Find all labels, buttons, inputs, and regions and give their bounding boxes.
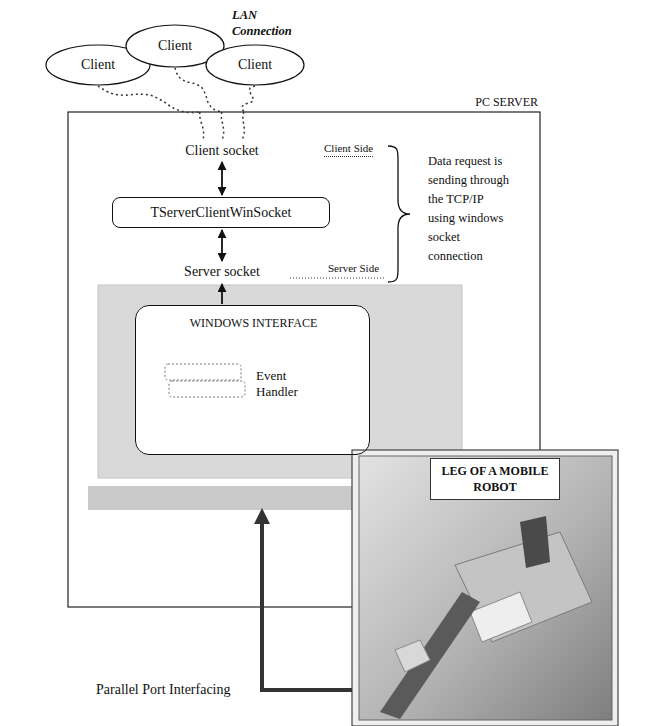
port-label: Parallel Port Interfacing	[96, 681, 231, 699]
robot-foot	[395, 640, 430, 672]
grey-panel	[98, 285, 462, 478]
client-ellipse-shape	[206, 45, 304, 85]
handler-label: Event Handler	[256, 368, 316, 401]
robot-photo	[359, 456, 612, 720]
interface-title: WINDOWS INTERFACE	[136, 316, 371, 331]
double-arrow	[221, 230, 223, 261]
interface-box: WINDOWS INTERFACE Event Handler	[135, 305, 370, 455]
robot-leg	[380, 592, 480, 719]
lan-wire	[242, 112, 244, 140]
side-label: Client Side	[324, 142, 373, 157]
photo-frame	[352, 450, 618, 726]
socket-name: Server socket	[152, 263, 292, 281]
side-label: Server Side	[328, 262, 379, 276]
robot-bracket	[470, 592, 532, 642]
client-label: Client	[158, 37, 192, 55]
handler-icon	[165, 364, 241, 380]
note-text: Data request is sending through the TCP/…	[428, 152, 512, 266]
double-arrow	[221, 162, 223, 195]
up-arrow	[221, 284, 223, 304]
socket-name: Client socket	[152, 142, 292, 160]
socket-box: TServerClientWinSocket	[112, 197, 330, 228]
dotted-rule	[290, 278, 385, 279]
client-label: Client	[81, 56, 115, 74]
socket-label: TServerClientWinSocket	[151, 204, 292, 222]
robot-joint	[520, 516, 550, 568]
client-ellipse: Client	[205, 44, 305, 86]
robot-panel: LEG OF A MOBILE ROBOT	[352, 450, 618, 726]
robot-caption: LEG OF A MOBILE ROBOT	[430, 458, 560, 500]
curly-brace	[388, 146, 410, 282]
lan-wire	[242, 86, 255, 112]
lan-wire	[98, 86, 200, 113]
network-label: LAN Connection	[232, 8, 304, 39]
port-arrowhead	[254, 508, 270, 524]
client-label: Client	[238, 56, 272, 74]
lan-wire	[221, 112, 223, 140]
lan-wire	[200, 112, 204, 140]
interface-fill	[135, 305, 370, 455]
server-title: PC SERVER	[475, 95, 538, 110]
handler-icon	[169, 381, 245, 397]
port-arrow	[262, 522, 352, 690]
